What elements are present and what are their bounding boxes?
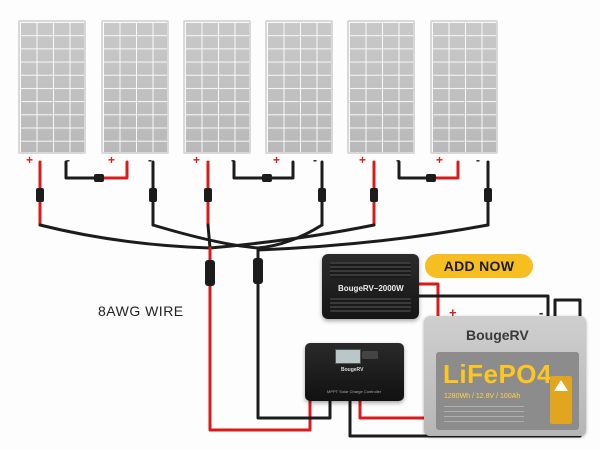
controller-model-label: MPPT Solar Charge Controller [327, 389, 382, 394]
solar-panel-3 [183, 20, 251, 154]
panel-2-positive-label: + [108, 153, 116, 167]
mc4-connector [204, 188, 212, 202]
battery-chemistry-label: LiFePO4 [443, 359, 552, 389]
panel-2-negative-label: - [148, 153, 152, 167]
battery-spec-label: 1280Wh / 12.8V / 100Ah [444, 393, 521, 400]
panel-4-positive-label: + [273, 153, 281, 167]
mc4-connector [370, 188, 378, 202]
battery-fine-print [444, 406, 524, 426]
panel-1-positive-label: + [26, 153, 34, 167]
inverter-brand-label: BougeRV–2000W [338, 284, 404, 293]
controller-brand-label: BougeRV [341, 367, 364, 373]
y-branch-connector [253, 258, 263, 284]
panel-4-negative-label: - [313, 153, 317, 167]
solar-panel-4 [265, 20, 333, 154]
battery-positive-label: + [449, 305, 457, 320]
panel-1-negative-label: - [66, 153, 70, 167]
panel-6-negative-label: - [476, 153, 480, 167]
panel-5-positive-label: + [359, 153, 367, 167]
mc4-connector [262, 174, 272, 182]
mc4-connector [426, 174, 436, 182]
solar-panel-2 [101, 20, 169, 154]
battery-brand-label: BougeRV [466, 327, 529, 343]
inverter: BougeRV–2000W [322, 254, 419, 319]
add-now-button[interactable]: ADD NOW [425, 254, 533, 278]
mc4-connector [94, 174, 104, 182]
mc4-connector [149, 188, 157, 202]
battery-warning-strip [550, 376, 572, 424]
panel-5-negative-label: - [396, 153, 400, 167]
mc4-connector [36, 188, 44, 202]
mc4-connector [484, 188, 492, 202]
inverter-heatsink [330, 262, 411, 278]
battery-negative-label: - [539, 305, 544, 320]
panel-3-positive-label: + [193, 153, 201, 167]
panel-6-positive-label: + [436, 153, 444, 167]
mc4-connector [318, 188, 326, 202]
controller-buttons [362, 351, 378, 359]
solar-panel-5 [347, 20, 415, 154]
solar-panel-1 [18, 20, 86, 154]
jumper-wire-2b [264, 160, 295, 180]
jumper-wire-1b [96, 160, 129, 180]
jumper-wire-1 [64, 160, 100, 180]
jumper-wire-3b [428, 160, 460, 180]
lifepo4-battery: BougeRV LiFePO4 1280Wh / 12.8V / 100Ah [424, 316, 586, 436]
solar-panel-6 [430, 20, 498, 154]
wire-gauge-label: 8AWG WIRE [98, 303, 184, 319]
jumper-wire-2 [232, 160, 268, 180]
warning-icon [554, 380, 568, 391]
panel-3-negative-label: - [231, 153, 235, 167]
y-branch-connector [205, 260, 215, 286]
inverter-heatsink-lower [330, 298, 411, 312]
jumper-wire-3 [397, 160, 432, 180]
charge-controller: BougeRV MPPT Solar Charge Controller [305, 343, 404, 401]
controller-display [335, 349, 361, 364]
